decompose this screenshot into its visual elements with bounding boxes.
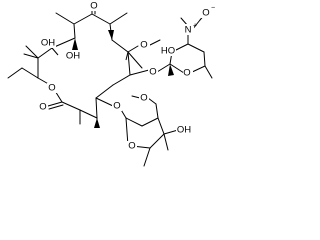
- cladinose-methoxy-oxygen-label: O: [140, 93, 147, 104]
- atom-label-layer: O OH OH O O O O O HO O N + O − O O OH: [38, 1, 215, 152]
- desosamine-hydroxyl-label: HO: [161, 46, 175, 57]
- amine-nitrogen-label: N: [185, 25, 192, 36]
- hydroxyl-c12-label: OH: [41, 38, 55, 49]
- molecule-structure-drawing: O OH OH O O O O O HO O N + O − O O OH: [7, 1, 215, 167]
- cladinose-hydroxyl-label: OH: [177, 125, 191, 136]
- n-oxide-oxygen-label: O: [202, 8, 209, 19]
- desosamine-ring-oxygen-label: O: [183, 68, 190, 79]
- cladinose-glycosidic-oxygen-label: O: [113, 101, 120, 112]
- methoxy-c6-oxygen-label: O: [140, 40, 147, 51]
- lactone-ring-oxygen-label: O: [48, 83, 55, 94]
- lactone-carbonyl-oxygen-label: O: [39, 102, 46, 113]
- nitrogen-positive-charge-label: +: [193, 23, 197, 30]
- hydroxyl-c11-label: OH: [66, 51, 80, 62]
- n-oxide-negative-charge-label: −: [211, 5, 215, 12]
- desosamine-glycosidic-oxygen-label: O: [149, 67, 156, 78]
- ketone-oxygen-label: O: [90, 1, 97, 12]
- cladinose-ring-oxygen-label: O: [128, 141, 135, 152]
- stereo-bond-layer: [51, 30, 174, 128]
